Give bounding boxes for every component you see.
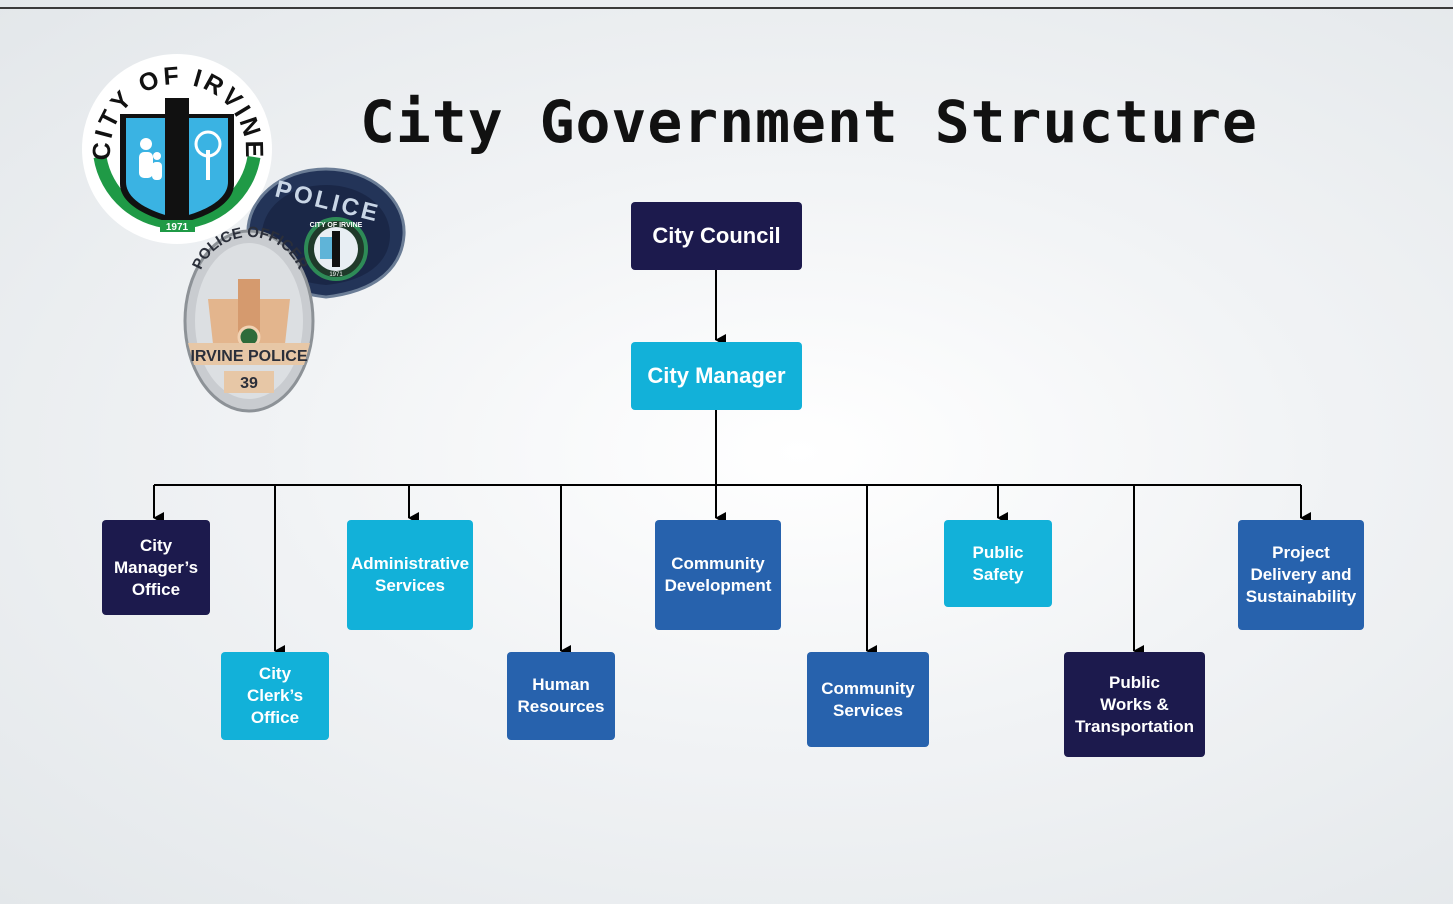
node-city-managers-office: City Manager’s Office [102,520,210,615]
node-city-clerks-office: City Clerk’s Office [221,652,329,740]
city-of-irvine-seal-icon: CITY OF IRVINE 1971 [80,52,275,247]
node-community-development: Community Development [655,520,781,630]
patch-city-text: CITY OF IRVINE [310,222,363,229]
patch-year: 1971 [329,272,343,278]
node-administrative-services: Administrative Services [347,520,473,630]
node-human-resources: Human Resources [507,652,615,740]
node-project-delivery-sustainability: Project Delivery and Sustainability [1238,520,1364,630]
police-officer-badge-icon: POLICE OFFICER IRVINE POLICE 39 [180,224,318,415]
badge-bottom-text: IRVINE POLICE [190,348,307,365]
node-city-manager: City Manager [631,342,802,410]
seal-year: 1971 [166,222,189,233]
page-title: City Government Structure [360,88,1258,156]
node-community-services: Community Services [807,652,929,747]
node-public-safety: Public Safety [944,520,1052,607]
badge-number: 39 [240,375,258,392]
top-divider-line [0,7,1453,9]
node-public-works-transportation: Public Works & Transportation [1064,652,1205,757]
node-city-council: City Council [631,202,802,270]
